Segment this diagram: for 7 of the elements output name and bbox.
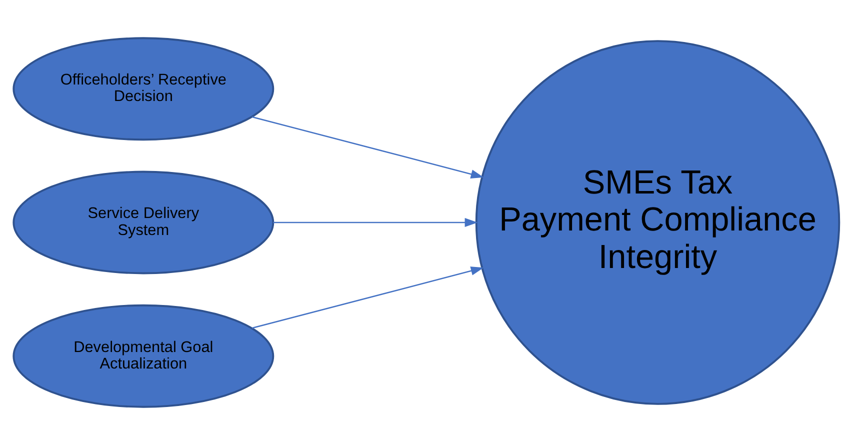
node-circle: SMEs Tax Payment Compliance Integrity xyxy=(475,40,840,405)
arrow xyxy=(252,266,484,329)
arrow xyxy=(273,218,478,227)
node-ellipse: Service Delivery System xyxy=(12,170,274,274)
node-ellipse: Officeholders’ Receptive Decision xyxy=(12,37,274,141)
node-ellipse: Developmental Goal Actualization xyxy=(12,304,274,408)
arrow xyxy=(252,116,484,178)
